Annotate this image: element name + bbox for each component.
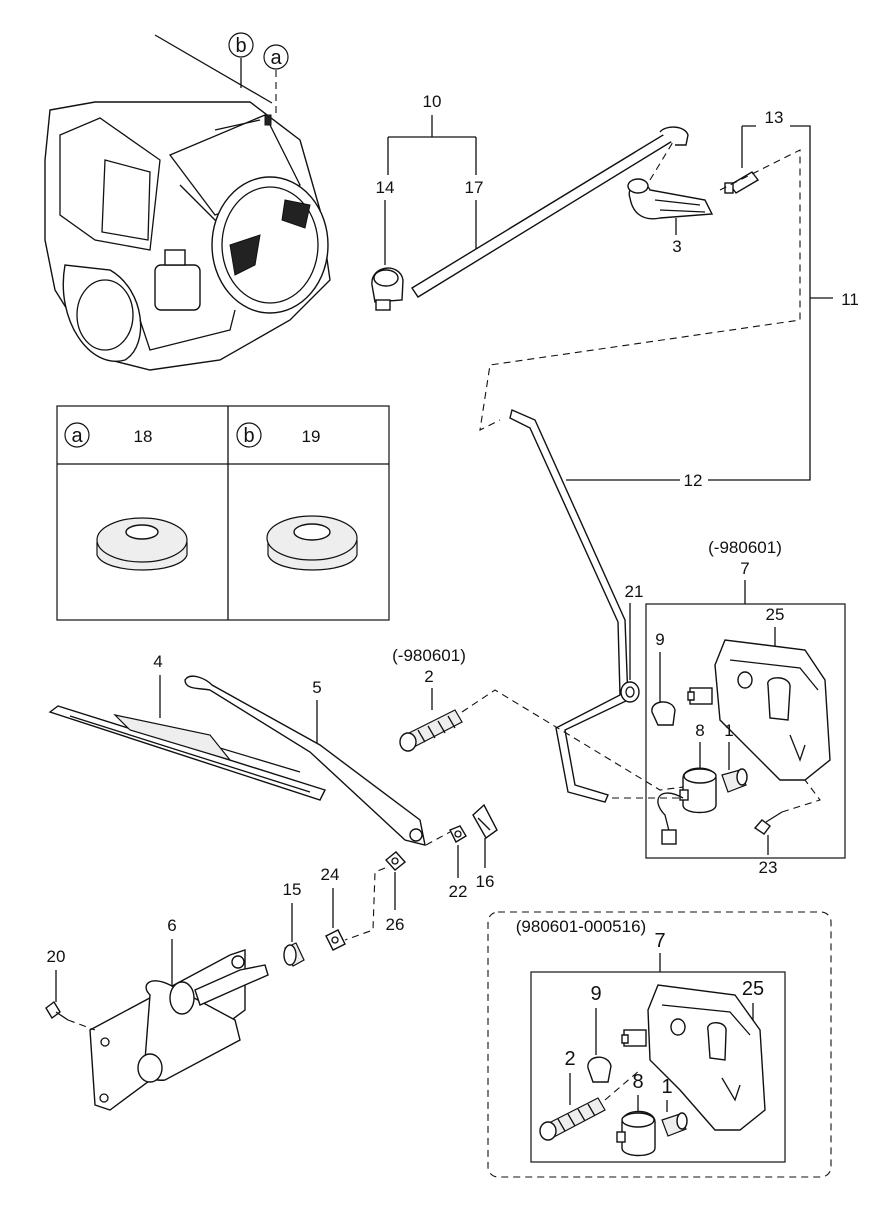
pump-8-lower <box>616 1110 656 1157</box>
callout-2b: 2 <box>564 1048 575 1070</box>
callout-25b: 25 <box>742 978 764 1000</box>
callout-2: 2 <box>424 667 433 686</box>
callout-7b: 7 <box>654 930 665 952</box>
clip-9-lower <box>587 1056 612 1083</box>
table-a-label: a <box>71 425 83 447</box>
callout-25: 25 <box>766 605 785 624</box>
callout-11: 11 <box>841 290 859 309</box>
clip-9 <box>651 701 676 726</box>
callout-24: 24 <box>321 865 340 884</box>
grommet-19 <box>266 515 358 571</box>
hose-joint-3 <box>627 178 714 220</box>
hose-17 <box>411 131 676 298</box>
nozzle-14 <box>371 267 404 311</box>
reservoir-box-lower <box>530 971 786 1163</box>
callout-15: 15 <box>283 880 302 899</box>
bolt-23 <box>753 811 783 835</box>
grommet-hose-2-lower <box>539 1097 606 1141</box>
callout-14: 14 <box>376 178 395 197</box>
callout-b: b <box>235 35 246 57</box>
hose-17-bend <box>659 126 689 146</box>
grommet-table <box>56 405 390 621</box>
grommet-18 <box>96 517 188 571</box>
joint-13 <box>724 171 760 194</box>
nut-22 <box>449 825 467 843</box>
callout-17: 17 <box>465 178 484 197</box>
hose-12 <box>509 409 629 803</box>
callout-10: 10 <box>423 92 442 111</box>
callout-8: 8 <box>695 721 704 740</box>
callout-1b: 1 <box>661 1076 672 1098</box>
callout-7: 7 <box>740 559 749 578</box>
grommet-15 <box>283 942 305 967</box>
callout-4: 4 <box>153 652 162 671</box>
callout-21: 21 <box>625 582 644 601</box>
grommet-hose-2 <box>399 709 463 752</box>
bolt-20 <box>45 1000 69 1021</box>
callout-12: 12 <box>684 471 703 490</box>
callout-22: 22 <box>449 882 468 901</box>
callout-a: a <box>270 47 282 69</box>
callout-b-circle <box>228 32 254 58</box>
callout-3: 3 <box>672 237 681 256</box>
wiper-blade-4 <box>48 705 326 801</box>
callout-8b: 8 <box>632 1071 643 1093</box>
callout-1: 1 <box>724 721 733 740</box>
callout-16: 16 <box>476 872 495 891</box>
cap-16 <box>472 803 498 840</box>
grommet-1-lower <box>661 1112 688 1137</box>
variant-label-1: (-980601) <box>392 646 466 665</box>
variant-box-lower <box>487 911 832 1178</box>
reservoir-25 <box>714 639 831 781</box>
callout-18: 18 <box>134 427 153 446</box>
callout-23: 23 <box>759 858 778 877</box>
nut-24 <box>325 929 346 951</box>
reservoir-25-lower <box>647 984 766 1131</box>
callout-a-circle <box>263 44 289 70</box>
grommet-1 <box>721 768 748 793</box>
callout-9: 9 <box>655 630 664 649</box>
pump-8 <box>657 767 717 845</box>
grommet-21 <box>620 681 640 703</box>
callout-20: 20 <box>47 947 66 966</box>
variant-label-3: (980601-000516) <box>516 917 646 936</box>
table-b-label: b <box>243 425 254 447</box>
nut-26 <box>384 851 407 871</box>
bolt-tab-lower <box>621 1029 647 1047</box>
callout-26: 26 <box>386 915 405 934</box>
callout-5: 5 <box>312 678 321 697</box>
vehicle-rear-view <box>44 34 331 371</box>
bolt-tab <box>687 687 713 705</box>
callout-9b: 9 <box>590 983 601 1005</box>
variant-label-2: (-980601) <box>708 538 782 557</box>
callout-13: 13 <box>765 108 784 127</box>
reservoir-box-upper <box>645 603 846 859</box>
wiper-motor-6 <box>89 949 269 1111</box>
callout-19: 19 <box>302 427 321 446</box>
callout-6: 6 <box>167 916 176 935</box>
wiper-arm-5 <box>184 675 426 846</box>
